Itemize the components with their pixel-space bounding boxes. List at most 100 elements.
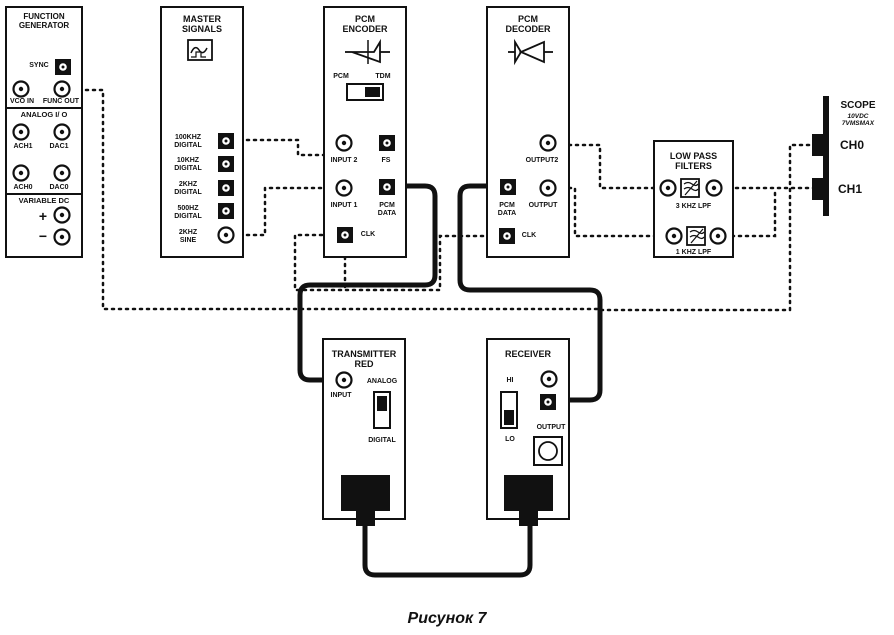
- ach0-socket[interactable]: [12, 164, 30, 182]
- pcm-decoder-title: PCM DECODER: [505, 14, 551, 34]
- receiver-output-socket[interactable]: [540, 394, 556, 410]
- clk-label: CLK: [360, 231, 376, 238]
- digital-label: DIGITAL: [368, 437, 396, 444]
- socket-100khz[interactable]: [218, 133, 234, 149]
- decoder-output-label: OUTPUT: [528, 202, 558, 209]
- lpf-3khz-label: 3 kHz LPF: [675, 203, 712, 210]
- encoder-clk-socket[interactable]: [337, 227, 353, 243]
- plus-label: +: [38, 208, 48, 224]
- hi-label: HI: [506, 377, 514, 384]
- receiver-output-label: OUTPUT: [536, 424, 566, 431]
- fs-socket[interactable]: [379, 135, 395, 151]
- ch0-connector[interactable]: [812, 134, 825, 156]
- function-generator-title: FUNCTION GENERATOR: [18, 12, 70, 30]
- pcm-encoder-panel: [323, 6, 407, 258]
- dc-minus-socket[interactable]: [53, 228, 71, 246]
- ch1-connector[interactable]: [812, 178, 825, 200]
- socket-10khz[interactable]: [218, 156, 234, 172]
- receiver-fiber-connector[interactable]: [504, 475, 553, 526]
- label-10khz-digital: 10kHz DIGITAL: [174, 157, 202, 172]
- pcm-label: PCM: [333, 73, 349, 80]
- ch0-label: CH0: [840, 138, 865, 152]
- lpf3k-in-socket[interactable]: [659, 179, 677, 197]
- transmitter-title: TRANSMITTER RED: [331, 349, 397, 369]
- divider: [6, 107, 82, 109]
- decoder-pcm-data-socket[interactable]: [500, 179, 516, 195]
- vco-in-label: VCO IN: [9, 98, 35, 105]
- lpf-title: LOW PASS FILTERS: [669, 151, 718, 171]
- wire-output2-to-lpf3k: [553, 143, 662, 190]
- lpf-filter-icon: [686, 226, 706, 246]
- dac1-socket[interactable]: [53, 123, 71, 141]
- analog-label: ANALOG: [366, 378, 398, 385]
- decoder-icon: [508, 38, 553, 66]
- lpf3k-out-socket[interactable]: [705, 179, 723, 197]
- receiver-aux-socket[interactable]: [540, 370, 558, 388]
- transmitter-input-socket[interactable]: [335, 371, 353, 389]
- encoder-pcm-data-socket[interactable]: [379, 179, 395, 195]
- sync-socket[interactable]: [55, 59, 71, 75]
- vco-in-socket[interactable]: [12, 80, 30, 98]
- encoder-input1-socket[interactable]: [335, 179, 353, 197]
- transmitter-panel: [322, 338, 406, 520]
- receiver-photodiode: [533, 436, 563, 466]
- figure-caption: Рисунок 7: [407, 610, 487, 627]
- decoder-output-socket[interactable]: [539, 179, 557, 197]
- scope-subtitle: 10VDC 7Vmsmax: [841, 113, 875, 127]
- dc-plus-socket[interactable]: [53, 206, 71, 224]
- pcm-tdm-switch[interactable]: [346, 83, 384, 101]
- encoder-input2-socket[interactable]: [335, 134, 353, 152]
- variable-dc-label: VARIABLE DC: [18, 196, 70, 205]
- output2-label: OUTPUT2: [525, 157, 559, 164]
- socket-2khz-sine[interactable]: [217, 226, 235, 244]
- label-2khz-sine: 2kHz SINE: [178, 229, 198, 244]
- lpf1k-out-socket[interactable]: [709, 227, 727, 245]
- ach0-label: ACH0: [13, 184, 33, 191]
- lo-label: LO: [505, 436, 515, 443]
- decoder-pcm-data-label: PCM DATA: [497, 202, 517, 217]
- func-out-label: FUNC OUT: [42, 98, 80, 105]
- transmitter-fiber-connector[interactable]: [341, 475, 390, 526]
- func-out-socket[interactable]: [53, 80, 71, 98]
- waveform-icon: [187, 39, 213, 61]
- fs-label: FS: [381, 157, 391, 164]
- socket-2khz[interactable]: [218, 180, 234, 196]
- dac0-socket[interactable]: [53, 164, 71, 182]
- fiber-optic-cable: [362, 522, 533, 578]
- receiver-title: RECEIVER: [504, 349, 551, 359]
- analog-io-label: ANALOG I/ O: [20, 110, 68, 119]
- decoder-clk-label: CLK: [521, 232, 537, 239]
- input1-label: INPUT 1: [330, 202, 358, 209]
- divider: [6, 193, 82, 195]
- cable-pcm-data-to-transmitter: [297, 183, 438, 383]
- wire-lpf1k-to-ch0: [723, 186, 777, 238]
- pcm-data-label: PCM DATA: [377, 202, 397, 217]
- master-signals-title: MASTER SIGNALS: [181, 14, 222, 34]
- label-100khz-digital: 100kHz DIGITAL: [174, 134, 202, 149]
- wire-encoder-clk-to-decoder-clk: [293, 233, 502, 292]
- lpf-1khz-label: 1 kHz LPF: [675, 249, 712, 256]
- cable-receiver-to-pcm-data: [457, 183, 603, 403]
- label-500hz-digital: 500Hz DIGITAL: [174, 205, 202, 220]
- scope-title: SCOPE: [840, 100, 876, 111]
- lpf1k-in-socket[interactable]: [665, 227, 683, 245]
- input2-label: INPUT 2: [330, 157, 358, 164]
- hi-lo-switch[interactable]: [500, 391, 518, 429]
- dac0-label: DAC0: [49, 184, 69, 191]
- pcm-encoder-title: PCM ENCODER: [342, 14, 388, 34]
- ach1-socket[interactable]: [12, 123, 30, 141]
- sync-label: SYNC: [29, 62, 49, 69]
- lpf-filter-icon: [680, 178, 700, 198]
- dac1-label: DAC1: [49, 143, 69, 150]
- transmitter-input-label: INPUT: [330, 392, 352, 399]
- decoder-output2-socket[interactable]: [539, 134, 557, 152]
- ch1-label: CH1: [838, 182, 863, 196]
- wire-2ksine-to-input1: [238, 186, 336, 237]
- socket-500hz[interactable]: [218, 203, 234, 219]
- label-2khz-digital: 2kHz DIGITAL: [174, 181, 202, 196]
- analog-digital-switch[interactable]: [373, 391, 391, 429]
- decoder-clk-socket[interactable]: [499, 228, 515, 244]
